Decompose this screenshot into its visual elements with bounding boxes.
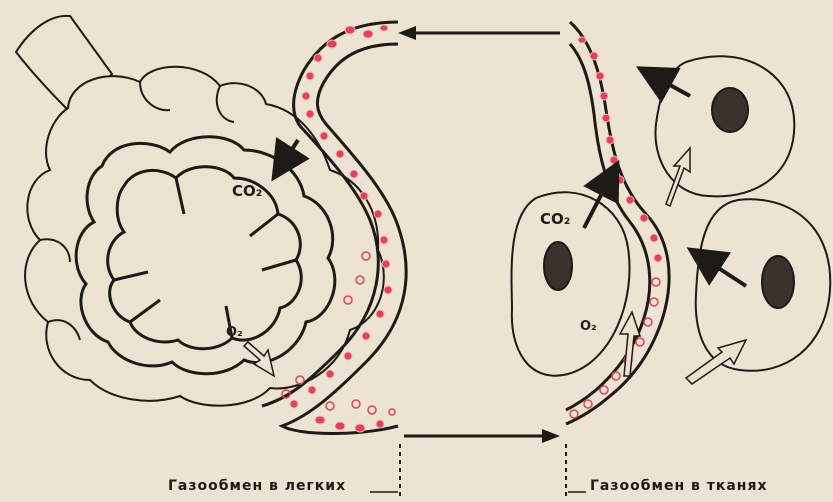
tissue-cell-right xyxy=(696,199,830,371)
tissue-capillary xyxy=(566,22,669,424)
nucleus xyxy=(544,242,572,290)
nucleus xyxy=(762,256,794,308)
arrow-right-icon xyxy=(542,429,560,443)
tissue-o2-label: O₂ xyxy=(580,319,597,334)
tissue-co2-label: CO₂ xyxy=(540,210,570,228)
tissue-blood-cells xyxy=(578,37,662,262)
tissue-cell-left xyxy=(512,192,630,375)
black-arrow-icon xyxy=(700,256,746,286)
tissue-blood-cells-light xyxy=(570,278,660,418)
arrow-left-icon xyxy=(398,26,416,40)
nucleus xyxy=(712,88,748,132)
caption-lungs: Газообмен в легких xyxy=(168,478,346,494)
lung-o2-label: O₂ xyxy=(226,325,243,340)
flow-arrow-top xyxy=(398,26,560,40)
hollow-arrow-icon xyxy=(686,340,746,384)
black-arrow-icon xyxy=(584,174,612,228)
flow-arrow-bottom xyxy=(404,429,560,443)
lung-co2-label: CO₂ xyxy=(232,182,262,200)
caption-tissues: Газообмен в тканях xyxy=(590,478,768,494)
